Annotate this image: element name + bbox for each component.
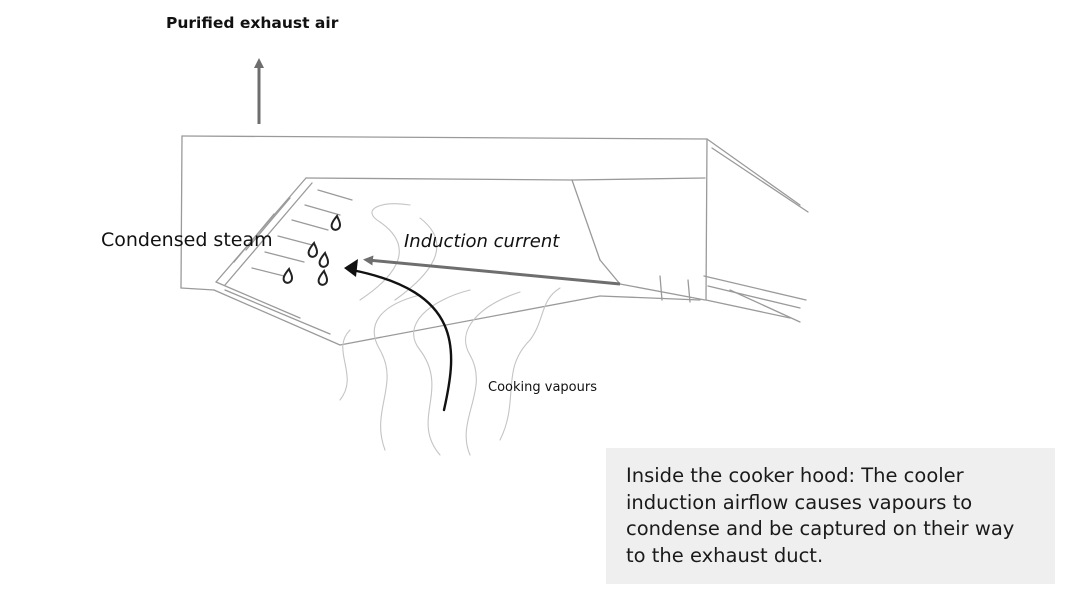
water-drop-icon	[317, 268, 329, 286]
vapour-sketch	[339, 203, 561, 456]
leftward-arrow-icon	[363, 255, 621, 286]
curved-arrow-head	[344, 259, 358, 277]
induction-current-label: Induction current	[404, 231, 560, 252]
purified-exhaust-air-label: Purified exhaust air	[166, 14, 339, 32]
caption-text: Inside the cooker hood: The cooler induc…	[626, 464, 1015, 567]
caption-box: Inside the cooker hood: The cooler induc…	[606, 448, 1055, 584]
cooking-vapours-label: Cooking vapours	[488, 380, 597, 395]
water-drop-icon	[282, 266, 294, 284]
curved-arrow-icon	[350, 268, 453, 412]
water-drop-icon	[330, 213, 342, 231]
water-drop-icon	[307, 240, 319, 258]
condensed-steam-label: Condensed steam	[101, 229, 273, 251]
water-drop-icon	[318, 250, 330, 268]
hood-sketch	[180, 135, 809, 346]
